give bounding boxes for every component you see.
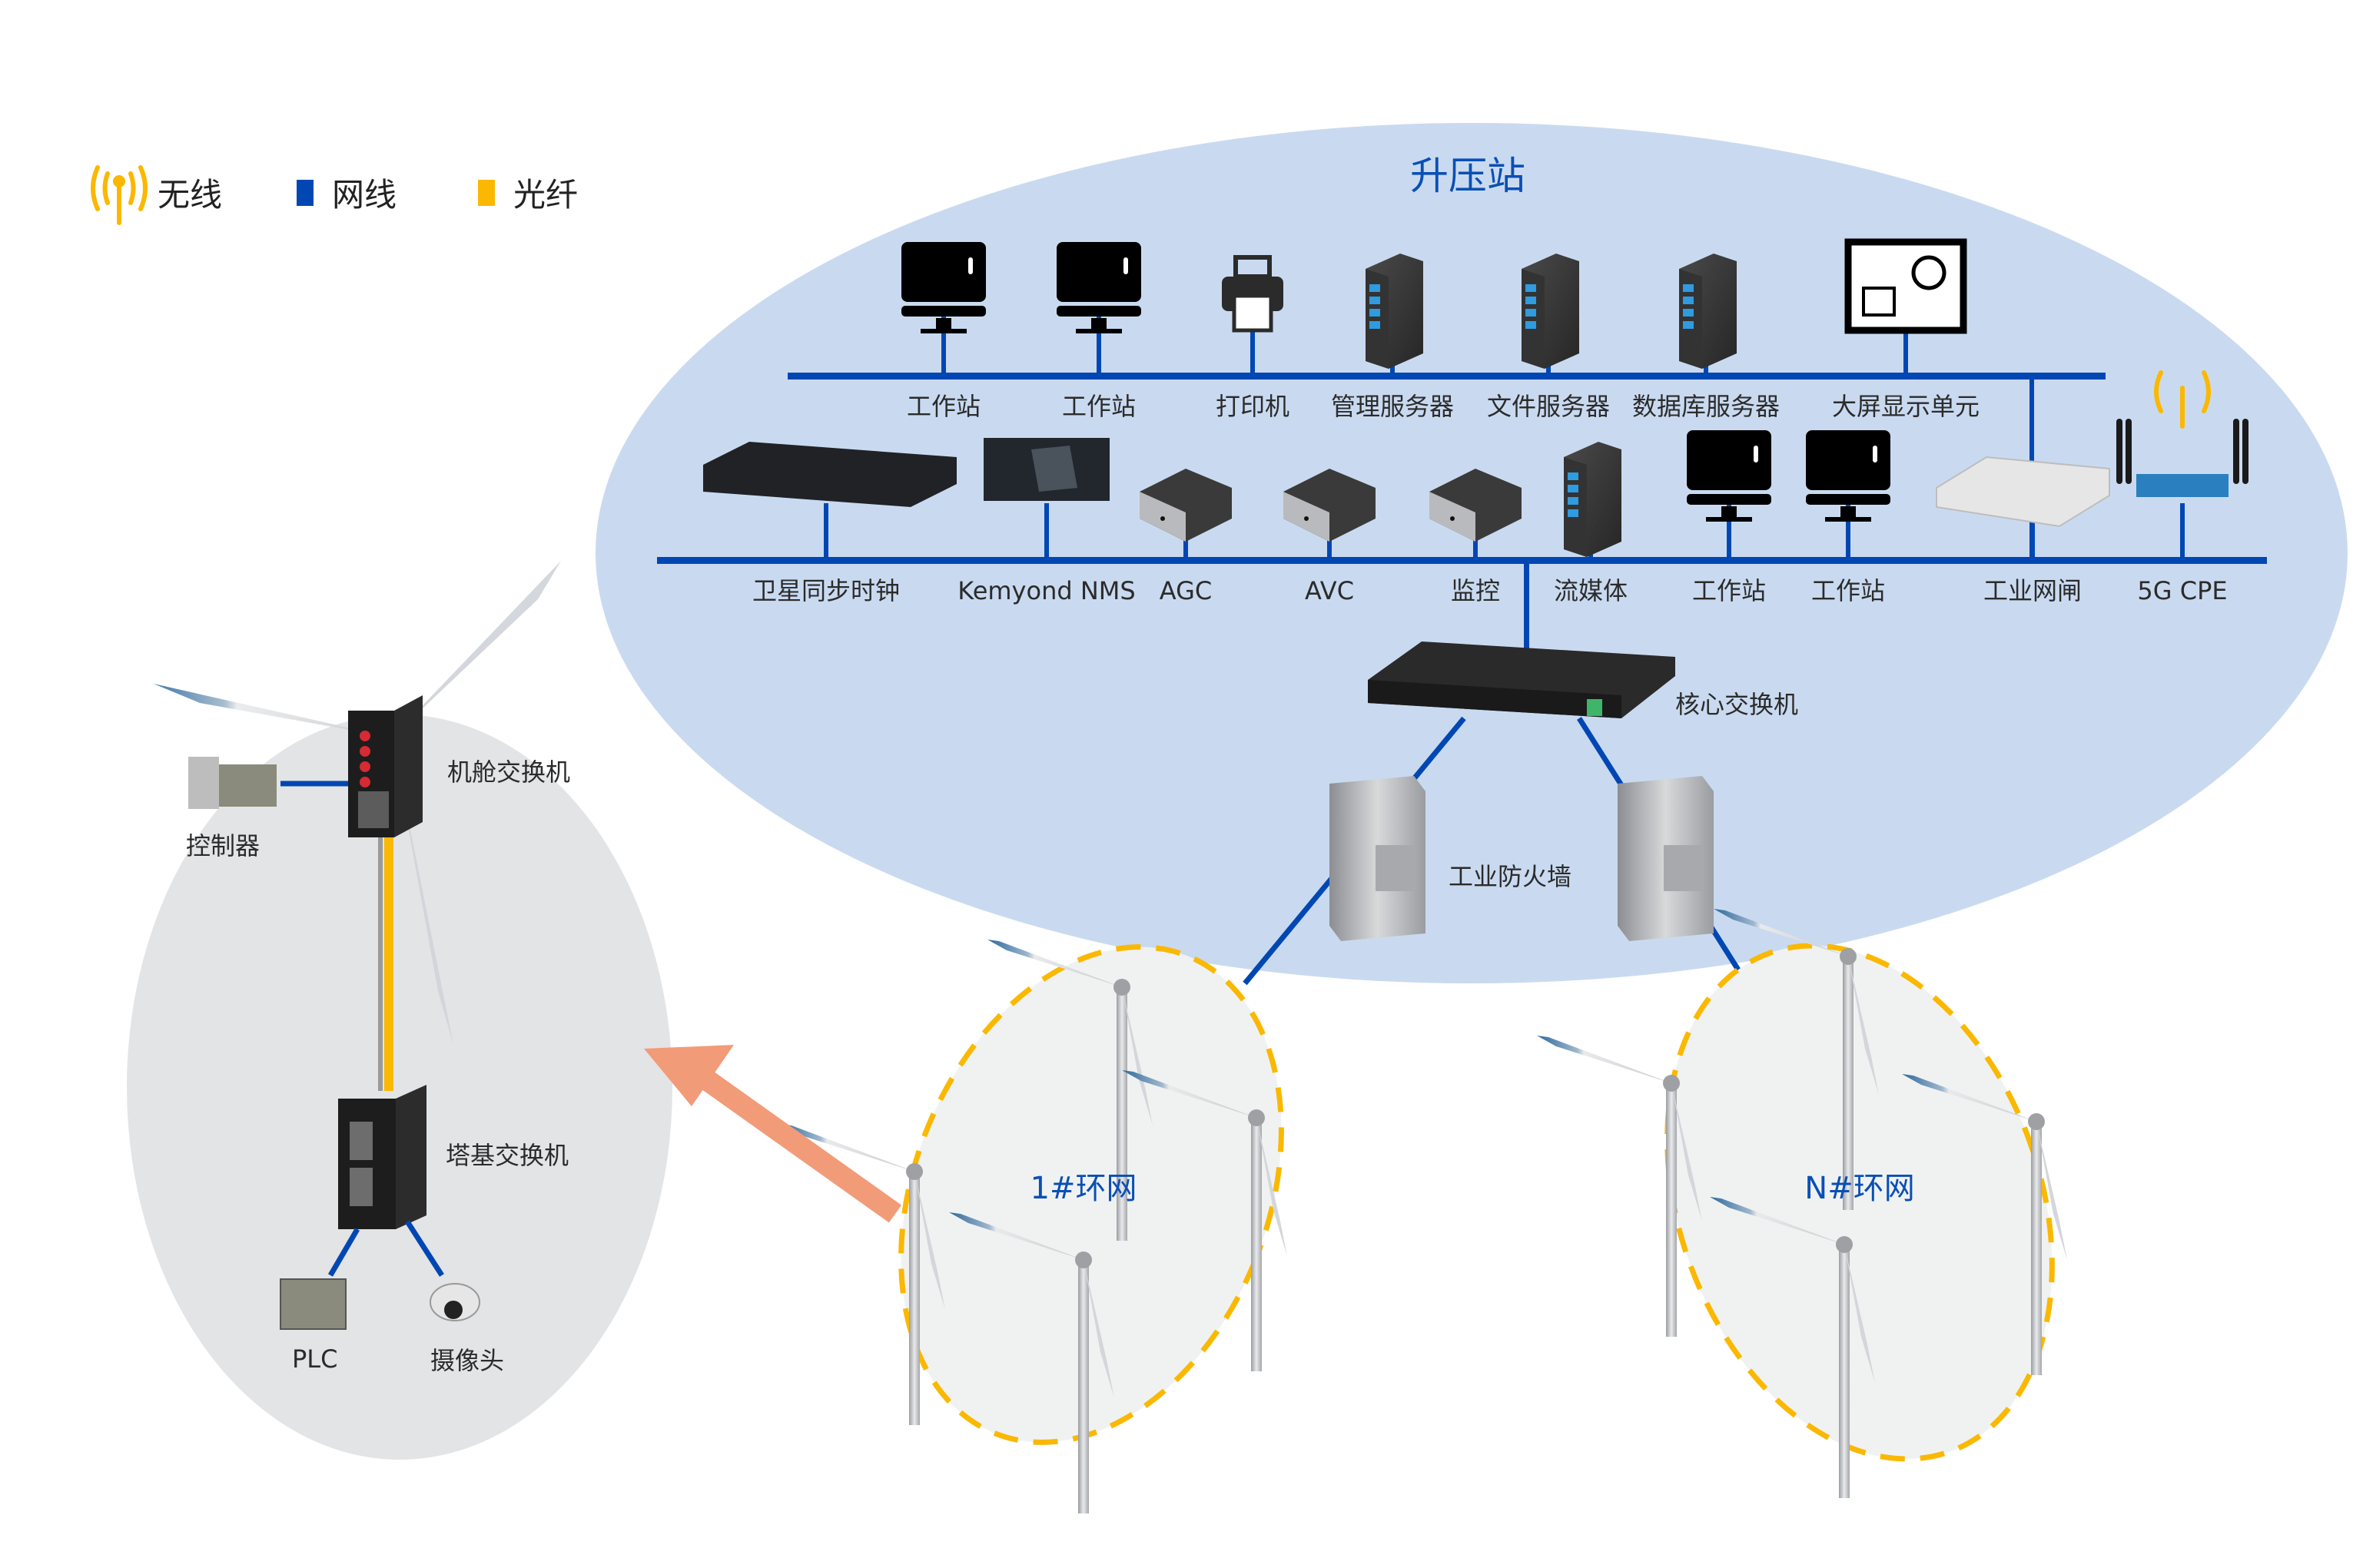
device-label: Kemyond NMS xyxy=(957,576,1135,605)
camera-label: 摄像头 xyxy=(430,1346,504,1375)
database-server-icon xyxy=(1679,254,1737,369)
zoom-arrow-icon xyxy=(644,1045,902,1223)
plc-icon xyxy=(280,1278,347,1330)
fiber-link xyxy=(384,837,393,1091)
device-link-line xyxy=(1727,503,1731,558)
device-label: 工作站 xyxy=(1692,576,1766,605)
device-link-line xyxy=(824,503,828,558)
device-label: 管理服务器 xyxy=(1331,392,1454,421)
industrial-gateway-icon xyxy=(1936,456,2110,528)
device-link-line xyxy=(1846,503,1850,558)
nacelle-switch-icon xyxy=(348,695,423,837)
controller-label: 控制器 xyxy=(186,831,260,860)
printer-icon xyxy=(1222,255,1283,333)
device-link-line xyxy=(1250,315,1255,373)
device-label: AVC xyxy=(1305,576,1354,605)
device-label: 工作站 xyxy=(907,392,981,421)
ring-1-label: 1#环网 xyxy=(1030,1171,1137,1206)
tower-switch-icon xyxy=(338,1085,426,1229)
wireless-signal-icon xyxy=(2154,370,2211,429)
camera-icon xyxy=(430,1283,480,1321)
ring-n-area xyxy=(1664,943,2055,1462)
device-label: AGC xyxy=(1160,576,1212,605)
device-label: 数据库服务器 xyxy=(1632,392,1780,421)
tower-switch-label: 塔基交换机 xyxy=(446,1141,569,1170)
camera-link xyxy=(405,1220,444,1277)
device-label: 5G CPE xyxy=(2137,576,2227,605)
controller-icon xyxy=(188,757,277,809)
management-server-icon xyxy=(1366,254,1423,369)
row2-bus-line xyxy=(657,557,2267,564)
device-link-line xyxy=(1044,503,1049,558)
file-server-icon xyxy=(1522,254,1579,369)
device-label: 工作站 xyxy=(1811,576,1885,605)
device-label: 打印机 xyxy=(1216,392,1289,421)
legend: 无线 网线 光纤 xyxy=(91,165,578,225)
device-label: 文件服务器 xyxy=(1487,392,1610,421)
nms-screen-icon xyxy=(984,438,1110,501)
row1-bus-line xyxy=(788,373,2106,380)
wireless-legend-label: 无线 xyxy=(158,176,222,214)
device-link-line xyxy=(1903,315,1908,373)
device-label: 卫星同步时钟 xyxy=(752,576,900,605)
device-link-line xyxy=(2030,503,2035,558)
ring-n-label: N#环网 xyxy=(1804,1171,1914,1206)
plc-link xyxy=(327,1228,360,1277)
plc-label: PLC xyxy=(292,1344,337,1374)
ethernet-legend-label: 网线 xyxy=(332,176,397,214)
booster-station-area xyxy=(596,123,2348,983)
device-label: 工作站 xyxy=(1062,392,1136,421)
device-link-line xyxy=(2180,503,2185,558)
device-label: 流媒体 xyxy=(1554,576,1628,605)
5g-cpe-icon xyxy=(2116,370,2248,497)
device-link-line xyxy=(941,315,946,373)
wireless-legend-icon xyxy=(91,165,148,225)
firewall-label: 工业防火墙 xyxy=(1449,862,1571,891)
device-label: 监控 xyxy=(1451,576,1500,605)
row1-devices: 工作站 工作站 打印机 管理服务器 文件服务器数据库服务器 大屏显示单元 xyxy=(901,238,1980,421)
ethernet-legend-swatch xyxy=(297,180,314,206)
streaming-server-icon xyxy=(1564,442,1621,557)
device-link-line xyxy=(1097,315,1101,373)
core-switch-label: 核心交换机 xyxy=(1675,690,1798,719)
fiber-legend-swatch xyxy=(478,180,495,206)
satellite-clock-icon xyxy=(703,442,957,507)
core-uplink-line xyxy=(1524,561,1529,661)
device-label: 工业网闸 xyxy=(1983,576,2082,605)
turbine-detail-area xyxy=(127,714,672,1460)
firewall-1-icon xyxy=(1329,776,1425,941)
dashboard-display-icon xyxy=(1844,238,1967,334)
firewall-2-icon xyxy=(1618,776,1714,941)
nacelle-switch-label: 机舱交换机 xyxy=(447,757,570,787)
fiber-legend-label: 光纤 xyxy=(513,176,578,214)
core-switch-icon xyxy=(1368,641,1675,718)
device-label: 大屏显示单元 xyxy=(1832,392,1980,421)
station-title: 升压站 xyxy=(1410,154,1525,198)
